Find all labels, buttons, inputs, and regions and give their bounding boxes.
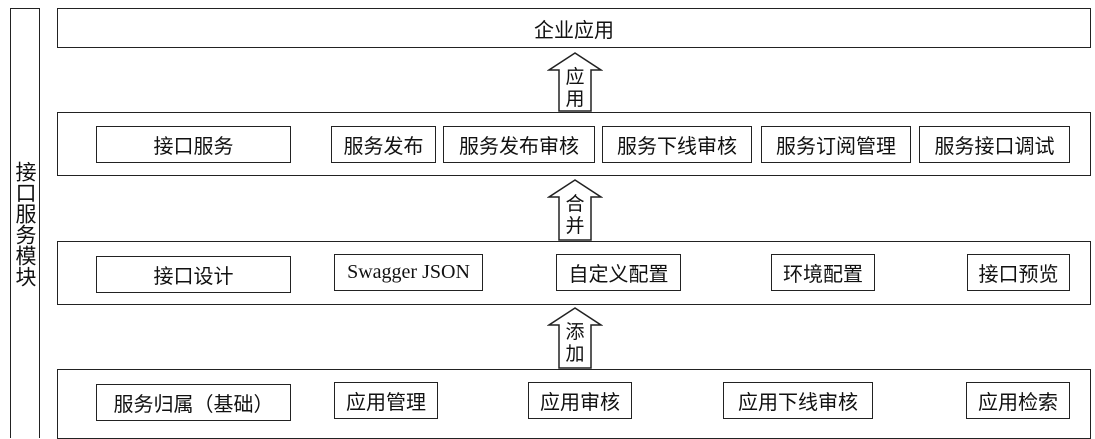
arrow-apply-char-2: 用 [565, 88, 585, 110]
arrow-merge-char-2: 并 [565, 215, 585, 237]
design-row-label: 接口设计 [96, 256, 291, 293]
service-row-label: 接口服务 [96, 126, 291, 163]
base-item-app-offline-review: 应用下线审核 [723, 382, 873, 419]
arrow-merge-char-1: 合 [565, 193, 585, 215]
enterprise-app-box: 企业应用 [57, 8, 1091, 48]
base-item-app-search: 应用检索 [966, 382, 1070, 419]
service-item-offline-review: 服务下线审核 [602, 126, 752, 163]
service-item-publish: 服务发布 [331, 126, 436, 163]
module-side-label: 接口服务模块 [13, 160, 37, 287]
base-item-app-review: 应用审核 [528, 382, 632, 419]
arrow-apply-shape [547, 52, 603, 112]
service-item-debug: 服务接口调试 [919, 126, 1070, 163]
design-item-env-config: 环境配置 [771, 254, 875, 291]
arrow-apply: 应 用 [547, 52, 603, 112]
enterprise-app-label: 企业应用 [534, 17, 614, 42]
arrow-add: 添 加 [547, 307, 603, 369]
arrow-add-char-2: 加 [565, 343, 585, 365]
design-item-preview: 接口预览 [967, 254, 1070, 291]
base-row-label: 服务归属（基础） [96, 384, 291, 421]
module-side-label-box: 接口服务模块 [10, 8, 40, 438]
arrow-merge: 合 并 [547, 179, 603, 241]
base-item-app-manage: 应用管理 [334, 382, 438, 419]
service-item-subscription: 服务订阅管理 [761, 126, 911, 163]
arrow-add-shape [547, 307, 603, 369]
arrow-apply-char-1: 应 [565, 66, 585, 88]
design-item-custom-config: 自定义配置 [556, 254, 681, 291]
service-item-publish-review: 服务发布审核 [443, 126, 595, 163]
arrow-merge-shape [547, 179, 603, 241]
arrow-add-char-1: 添 [565, 321, 585, 343]
design-item-swagger-json: Swagger JSON [334, 254, 483, 291]
